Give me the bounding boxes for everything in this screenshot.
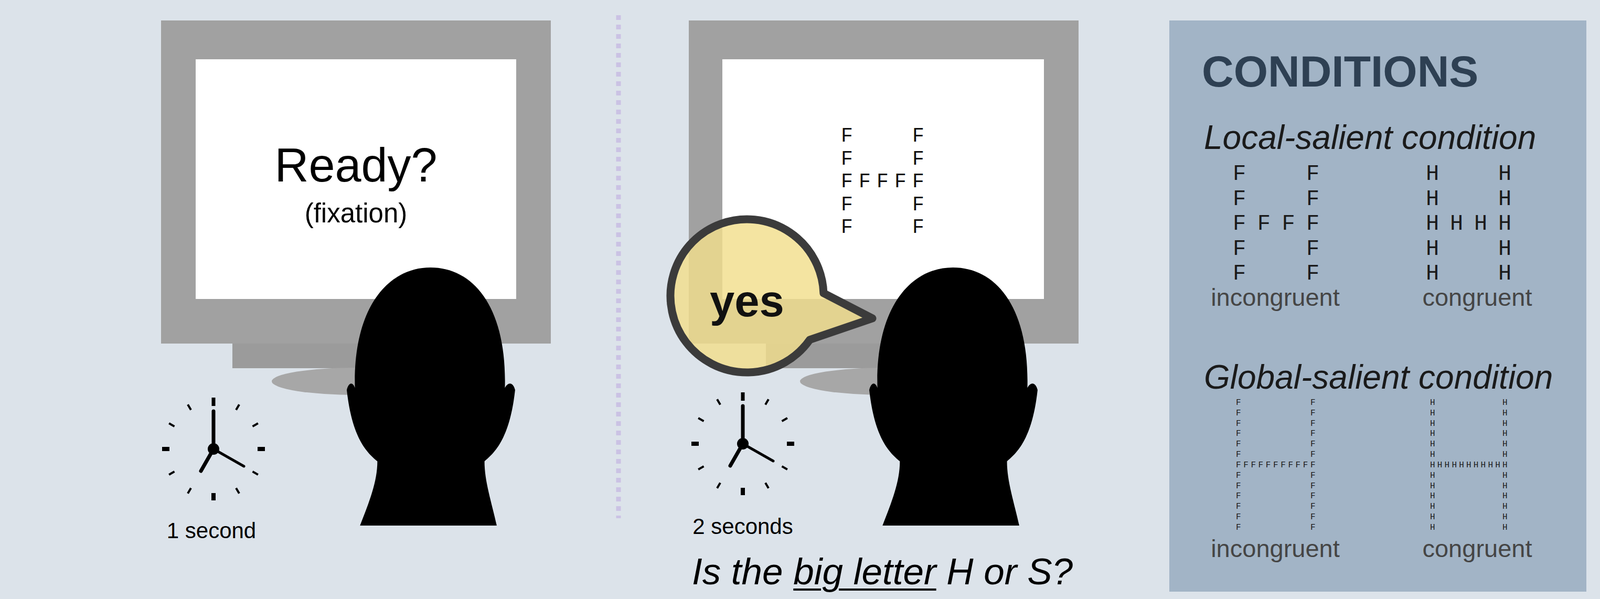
clock-symbol — [162, 397, 265, 501]
stimulus-row: H H — [1425, 238, 1523, 261]
stimulus-row: F F — [840, 217, 931, 238]
underlined-words: big letter — [793, 550, 936, 593]
stimulus-row: FFFFF — [840, 172, 931, 192]
stimulus-row: FFFFFFFFFFF — [1235, 461, 1318, 470]
stimulus-row: F F — [1232, 238, 1331, 261]
screen-note: (fixation) — [195, 199, 517, 227]
stimulus-row: F F — [1235, 513, 1318, 522]
stimulus-row: FFFF — [1232, 212, 1331, 236]
head-silhouette — [346, 267, 516, 526]
monitor-frame — [161, 20, 551, 344]
stimulus-row: H H — [1425, 163, 1523, 186]
stimulus-row: H H — [1430, 429, 1510, 439]
stimulus-row: F F — [1235, 398, 1318, 408]
stimulus-row: F F — [1235, 450, 1318, 460]
stimulus-row: F F — [1235, 471, 1318, 480]
stimulus-row: F F — [1235, 523, 1318, 532]
head-silhouette — [869, 267, 1038, 526]
condition-heading: Local-salient condition — [1203, 120, 1536, 155]
duration-label: 1 second — [0, 519, 579, 542]
question-words: Is the — [691, 550, 794, 593]
fixation-screen: Ready? (fixation) — [195, 59, 517, 300]
stimulus-row: H H — [1430, 398, 1510, 408]
stimulus-row: H H — [1430, 409, 1510, 418]
stimulus-row: HHHHHHHHHHH — [1430, 461, 1510, 470]
question-words: H or S? — [936, 550, 1073, 593]
stimulus-row: H H — [1430, 513, 1510, 522]
stimulus-row: H H — [1430, 492, 1510, 501]
divider-line — [616, 15, 622, 519]
stimulus-row: H H — [1425, 188, 1523, 211]
stimulus-row: F F — [840, 149, 931, 170]
stimulus-row: F F — [1235, 440, 1318, 449]
stimulus-row: F F — [1235, 429, 1318, 439]
stimulus-row: F F — [1232, 188, 1331, 211]
stimulus-row: H H — [1430, 502, 1510, 511]
panel-heading: CONDITIONS — [1201, 49, 1479, 94]
condition-label: congruent — [1110, 536, 1600, 561]
condition-label: congruent — [1110, 284, 1600, 310]
duration-label: 2 seconds — [375, 515, 1111, 538]
stimulus-row: F F — [840, 195, 931, 216]
stimulus-row: F F — [1235, 492, 1318, 501]
stimulus-row: F F — [1235, 502, 1318, 511]
stimulus-row: F F — [1232, 262, 1331, 285]
task-question: Is the big letter H or S? — [515, 552, 1250, 591]
stimulus-row: F F — [840, 126, 931, 147]
stimulus-row: H H — [1425, 262, 1523, 285]
stimulus-row: HHHH — [1425, 212, 1523, 236]
screen-prompt: Ready? — [195, 141, 517, 189]
clock-symbol — [691, 392, 795, 496]
stimulus-row: H H — [1430, 523, 1510, 532]
monitor-screen — [195, 59, 517, 300]
stimulus-row: H H — [1430, 419, 1510, 429]
stimulus-row: H H — [1430, 471, 1510, 480]
stimulus-row: F F — [1235, 482, 1318, 491]
stimulus-row: H H — [1430, 482, 1510, 491]
stimulus-row: F F — [1235, 409, 1318, 418]
response-text: yes — [668, 278, 826, 324]
condition-heading: Global-salient condition — [1203, 360, 1553, 394]
stimulus-row: H H — [1430, 450, 1510, 460]
speech-bubble: yes — [668, 217, 826, 375]
stimulus-row: F F — [1235, 419, 1318, 429]
stimulus-row: F F — [1232, 163, 1331, 186]
stimulus-row: H H — [1430, 440, 1510, 449]
